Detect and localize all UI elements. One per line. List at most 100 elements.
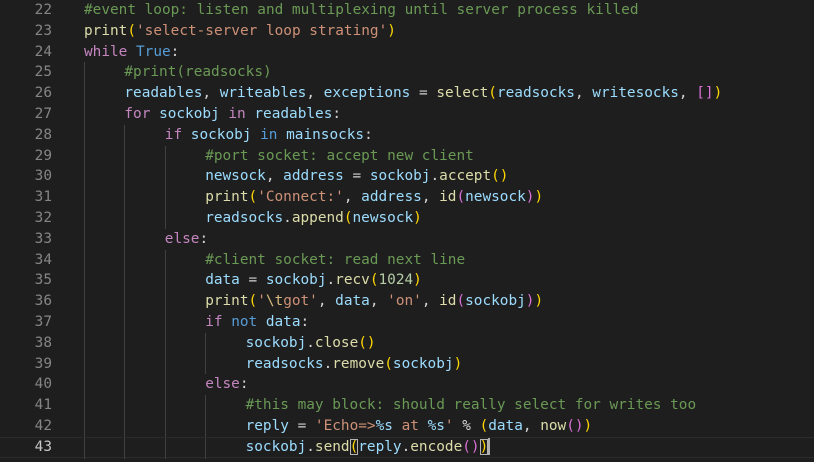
- comment-token: #print(readsocks): [124, 64, 272, 81]
- comment-token: #port socket: accept new client: [205, 147, 474, 164]
- function-token: print: [205, 293, 249, 310]
- operator-token: ,: [343, 189, 362, 206]
- control-keyword-token: if: [164, 126, 183, 143]
- bracket-token: ): [525, 189, 535, 206]
- indent-guide: [124, 353, 126, 375]
- variable-token: newsock: [465, 189, 526, 206]
- variable-token: exceptions: [323, 85, 411, 102]
- control-keyword-token: else: [205, 376, 240, 393]
- line-number: 43: [34, 438, 52, 455]
- indent-guide: [84, 187, 85, 208]
- indent-guide: [164, 270, 166, 292]
- line-source: #event loop: listen and multiplexing unt…: [84, 0, 639, 21]
- code-line[interactable]: 30 newsock, address = sockobj.accept(): [0, 166, 814, 188]
- code-line[interactable]: 41#this may block: should really select …: [0, 395, 814, 416]
- indent-guide: [164, 312, 166, 333]
- control-keyword-token: for: [124, 106, 151, 122]
- variable-token: writesocks: [592, 85, 679, 102]
- indent-guide: [124, 208, 126, 229]
- operator-token: [127, 44, 136, 60]
- bracket-token: (: [488, 85, 497, 102]
- variable-token: sockobj: [159, 106, 220, 122]
- code-line[interactable]: 36 print('\tgot', data, 'on', id(sockobj)…: [0, 291, 814, 312]
- function-token: print: [205, 189, 249, 206]
- indent-guide: [164, 145, 166, 167]
- variable-token: data: [488, 418, 523, 434]
- indent-guide: [84, 145, 85, 167]
- line-number: 25: [34, 64, 52, 81]
- function-token: encode: [410, 438, 463, 455]
- control-keyword-token: if: [205, 314, 223, 330]
- bracket-token: (): [358, 334, 376, 351]
- indent-guide: [164, 249, 166, 271]
- line-number: 23: [34, 22, 52, 39]
- indent-guide: [205, 332, 207, 354]
- string-token: ': [257, 293, 266, 310]
- line-number: 36: [34, 293, 52, 310]
- indent-guide: [124, 312, 126, 333]
- operator-token: [251, 127, 260, 143]
- bracket-token: ): [453, 355, 463, 372]
- keyword-token: not: [231, 314, 258, 330]
- code-line[interactable]: 29#port socket: accept new client: [0, 145, 814, 167]
- indent-guide: [205, 416, 207, 437]
- operator-token: ,: [265, 168, 284, 185]
- indent-guide: [84, 208, 85, 229]
- bracket-token: (: [248, 189, 258, 206]
- code-line[interactable]: 34#client socket: read next line: [0, 249, 814, 271]
- variable-token: readsocks: [245, 355, 324, 372]
- line-source: print('\tgot', data, 'on', id(sockobj)): [205, 291, 543, 312]
- variable-token: address: [283, 168, 344, 185]
- line-source: else:: [165, 229, 208, 250]
- indent-guide: [84, 124, 85, 146]
- code-line[interactable]: 22#event loop: listen and multiplexing u…: [0, 0, 814, 21]
- bracket-token: ): [713, 85, 723, 102]
- line-source: data = sockobj.recv(1024): [205, 270, 422, 291]
- code-line[interactable]: 25 #print(readsocks): [0, 62, 814, 84]
- indent-guide: [124, 437, 126, 459]
- bracket-token: ): [583, 418, 593, 434]
- bracket-token: ): [534, 293, 544, 310]
- operator-token: :: [364, 126, 373, 143]
- string-token: got': [283, 293, 318, 310]
- variable-token: readsocks: [205, 210, 284, 226]
- bracket-token: (: [343, 210, 353, 226]
- operator-token: :: [239, 376, 249, 393]
- line-source: newsock, address = sockobj.accept(): [205, 166, 508, 187]
- operator-token: ,: [678, 85, 697, 102]
- indent-guide: [205, 353, 207, 375]
- control-keyword-token: while: [84, 43, 128, 60]
- indent-guide: [84, 395, 85, 416]
- comment-token: #this may block: should really select fo…: [245, 397, 697, 414]
- function-token: remove: [332, 355, 385, 372]
- indent-guide: [84, 228, 85, 250]
- operator-token: [223, 314, 232, 330]
- line-source: readables, writeables, exceptions = sele…: [124, 83, 722, 104]
- variable-token: data: [205, 272, 240, 289]
- operator-token: .: [306, 438, 315, 455]
- line-number: 34: [34, 251, 52, 268]
- line-source: for sockobj in readables:: [124, 104, 341, 125]
- line-number: 30: [34, 168, 52, 185]
- operator-token: ,: [202, 85, 220, 102]
- operator-token: %: [453, 418, 480, 434]
- variable-token: sockobj: [245, 334, 307, 351]
- operator-token: [257, 314, 266, 330]
